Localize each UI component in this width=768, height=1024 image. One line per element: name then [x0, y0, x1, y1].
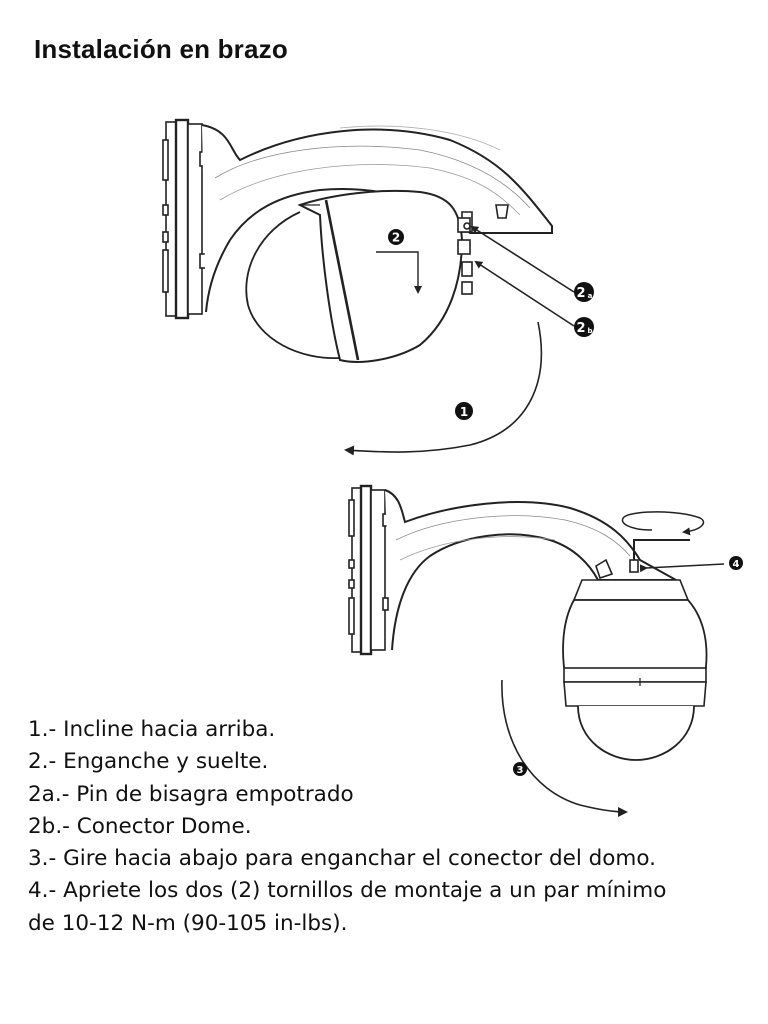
instruction-step2b: 2b.- Conector Dome.: [28, 813, 252, 839]
callout-step1: 1: [455, 402, 473, 420]
svg-text:a: a: [588, 292, 593, 300]
instruction-step3: 3.- Gire hacia abajo para enganchar el c…: [28, 846, 656, 872]
wall-plate-top: [162, 118, 207, 320]
step4-rotation-arrow: [621, 511, 705, 536]
callout-step2: 2: [388, 229, 404, 245]
top-mount-illustration: [162, 118, 575, 456]
svg-text:2: 2: [392, 231, 400, 245]
callout-step3: 3: [513, 762, 527, 776]
instruction-step4: 4.- Apriete los dos (2) tornillos de mon…: [28, 878, 667, 936]
svg-text:b: b: [587, 327, 592, 335]
callout-step2a: 2 a: [574, 282, 594, 302]
mount-arm-top: [201, 124, 553, 313]
step1-rotation-arrow: [344, 321, 543, 456]
instruction-step2a: 2a.- Pin de bisagra empotrado: [28, 781, 354, 807]
svg-text:4: 4: [733, 559, 740, 570]
leader-2b: [474, 260, 575, 327]
leader-2a: [470, 225, 575, 293]
dome-camera-bottom: [562, 579, 708, 761]
callout-step2b: 2 b: [574, 317, 594, 337]
instruction-list: 1.- Incline hacia arriba. 2.- Enganche y…: [28, 714, 728, 940]
instruction-step2: 2.- Enganche y suelte.: [28, 749, 269, 775]
wall-plate-bottom: [348, 484, 389, 656]
step2-motion-arrows: [376, 251, 422, 294]
svg-text:2: 2: [576, 286, 585, 301]
svg-text:2: 2: [576, 321, 585, 336]
dome-housing-top: [245, 189, 473, 363]
callout-step4: 4: [729, 556, 743, 570]
step3-rotation-arrow: [501, 679, 628, 817]
mount-arm-bottom: [384, 489, 725, 651]
page-title: Instalación en brazo: [34, 34, 288, 64]
svg-text:1: 1: [460, 405, 468, 419]
bottom-mount-illustration: [348, 484, 725, 817]
svg-text:3: 3: [517, 765, 524, 776]
instruction-step1: 1.- Incline hacia arriba.: [28, 717, 276, 742]
